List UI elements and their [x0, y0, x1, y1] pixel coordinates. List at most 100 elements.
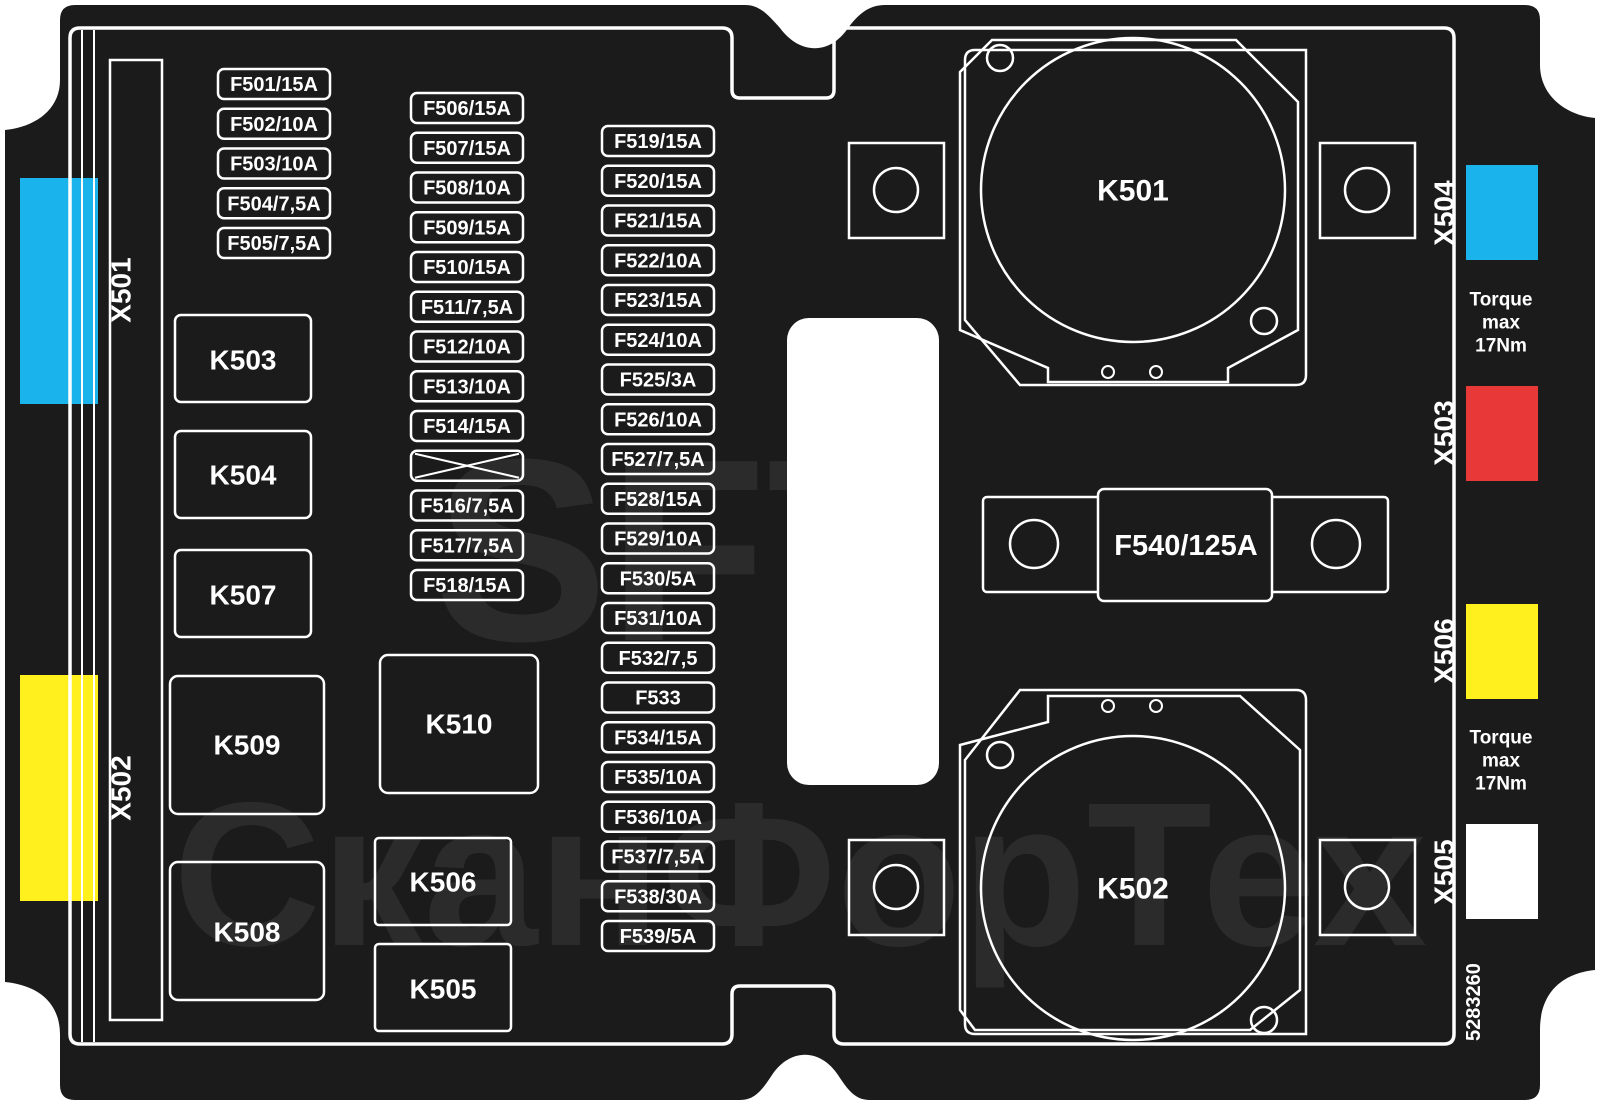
fuse-slot: F510/15A [409, 250, 525, 284]
relay-k509: K509 [168, 674, 326, 816]
fuse-label: F519/15A [614, 131, 702, 153]
fuse-slot: F504/7,5A [216, 187, 332, 220]
fuse-slot: F537/7,5A [600, 840, 716, 873]
fuse-label: F521/15A [614, 211, 702, 233]
fuse-slot: F511/7,5A [409, 290, 525, 323]
fuse-column-1: F501/15A F502/10A F503/10A F504/7,5A F505/7,… [216, 67, 332, 260]
fuse-slot: F501/15A [216, 67, 332, 101]
fuse-slot: F539/5A [600, 919, 716, 953]
connector-label-x501: X501 [106, 257, 137, 322]
fuse-slot: F520/15A [600, 164, 716, 197]
fuse-label: F538/30A [614, 886, 702, 908]
relay-label-k507: K507 [210, 580, 277, 611]
fuse-label: F507/15A [423, 138, 511, 160]
x504-color-block [1466, 165, 1538, 260]
fuse-slot: F508/10A [409, 171, 525, 204]
fuse-label: F524/10A [614, 330, 702, 352]
fuse-label: F511/7,5A [421, 297, 513, 319]
x502-color-block [20, 675, 98, 901]
relay-k510: K510 [378, 653, 540, 795]
fuse-label: F518/15A [423, 575, 511, 597]
fuse-label: F536/10A [614, 807, 702, 829]
fuse-column-3: F519/15A F520/15A F521/15A F522/10A F523/15A… [600, 124, 716, 953]
fuse-label: F506/15A [423, 98, 511, 120]
stud-terminal-top-right [1318, 141, 1417, 240]
relay-k503: K503 [173, 313, 313, 404]
fuse-label: F531/10A [614, 608, 702, 630]
x505-color-block [1466, 824, 1538, 919]
relay-label-k502: K502 [1097, 873, 1169, 906]
fuse-label: F509/15A [423, 217, 511, 239]
fuse-label: F529/10A [614, 529, 702, 551]
fuse-label: F532/7,5 [619, 648, 698, 670]
connector-label-x503: X503 [1429, 400, 1460, 465]
connector-label-x506: X506 [1429, 618, 1460, 683]
fuse-label: F520/15A [614, 171, 702, 193]
fuse-label: F512/10A [423, 337, 511, 359]
fuse-slot: F514/15A [409, 409, 525, 443]
torque-note-lower: Torque max 17Nm [1470, 728, 1533, 795]
center-slot [787, 318, 939, 785]
fuse-slot: F513/10A [409, 370, 525, 403]
torque-note-line: Torque [1470, 290, 1533, 311]
fuse-label: F510/15A [423, 257, 511, 279]
maxi-fuse-f540: F540/125A [981, 487, 1390, 603]
relay-label-k506: K506 [410, 867, 477, 898]
fuse-slot: F532/7,5 [600, 641, 716, 674]
fuse-slot: F536/10A [600, 800, 716, 833]
fuse-slot: F531/10A [600, 601, 716, 635]
fuse-slot: F533 [600, 681, 716, 714]
fuse-label: F516/7,5A [420, 496, 513, 518]
fuse-slot: F530/5A [600, 562, 716, 595]
fuse-label: F522/10A [614, 250, 702, 272]
relay-k507: K507 [173, 548, 313, 639]
fuse-slot: F535/10A [600, 760, 716, 794]
torque-note-line: 17Nm [1475, 336, 1527, 357]
fuse-label: F525/3A [620, 370, 697, 392]
relay-label-k510: K510 [426, 709, 493, 740]
x506-color-block [1466, 604, 1538, 699]
relay-label-k504: K504 [210, 460, 277, 491]
connector-label-x504: X504 [1429, 180, 1460, 246]
relay-label-k501: K501 [1097, 175, 1169, 208]
maxi-fuse-label: F540/125A [1114, 530, 1258, 562]
fuse-label: F501/15A [230, 74, 318, 96]
empty-slot-cross [414, 452, 520, 479]
fuse-slot: F517/7,5A [409, 529, 525, 562]
fuse-slot: F518/15A [409, 568, 525, 602]
part-number: 5283260 [1463, 963, 1485, 1041]
fuse-label: F535/10A [614, 767, 702, 789]
fuse-label: F508/10A [423, 178, 511, 200]
relay-k506: K506 [373, 836, 513, 927]
fuse-slot: F528/15A [600, 482, 716, 515]
inner-contour [68, 26, 1456, 1046]
relay-k508: K508 [168, 860, 326, 1002]
relay-k502: K502 [958, 688, 1308, 1042]
connector-label-x502: X502 [106, 755, 137, 820]
fuse-slot: F503/10A [216, 147, 332, 180]
relay-label-k509: K509 [214, 730, 281, 761]
fuse-slot: F521/15A [600, 204, 716, 237]
relay-k505: K505 [373, 942, 513, 1033]
watermark-brand: СканФорТех [173, 760, 1427, 989]
connector-label-x505: X505 [1429, 839, 1460, 904]
stud-terminal-bottom-right [1318, 838, 1417, 937]
fuse-slot: F502/10A [216, 107, 332, 140]
relay-label-k505: K505 [410, 974, 477, 1005]
fuse-label: F523/15A [614, 290, 702, 312]
fuse-slot: F519/15A [600, 124, 716, 158]
fuse-label: F502/10A [230, 114, 318, 136]
fuse-slot: F512/10A [409, 330, 525, 363]
fuse-label: F534/15A [614, 727, 702, 749]
fuse-slot: F534/15A [600, 721, 716, 754]
fuse-column-2: F506/15A F507/15A F508/10A F509/15A F510/15A… [409, 91, 525, 602]
fuse-slot: F505/7,5A [216, 226, 332, 260]
fuse-slot: F529/10A [600, 522, 716, 555]
x501-color-block [20, 178, 98, 404]
fuse-label: F530/5A [620, 568, 697, 590]
fuse-slot: F522/10A [600, 244, 716, 277]
relay-k501: K501 [958, 36, 1308, 387]
fuse-label: F537/7,5A [611, 847, 704, 869]
relay-label-k508: K508 [214, 917, 281, 948]
